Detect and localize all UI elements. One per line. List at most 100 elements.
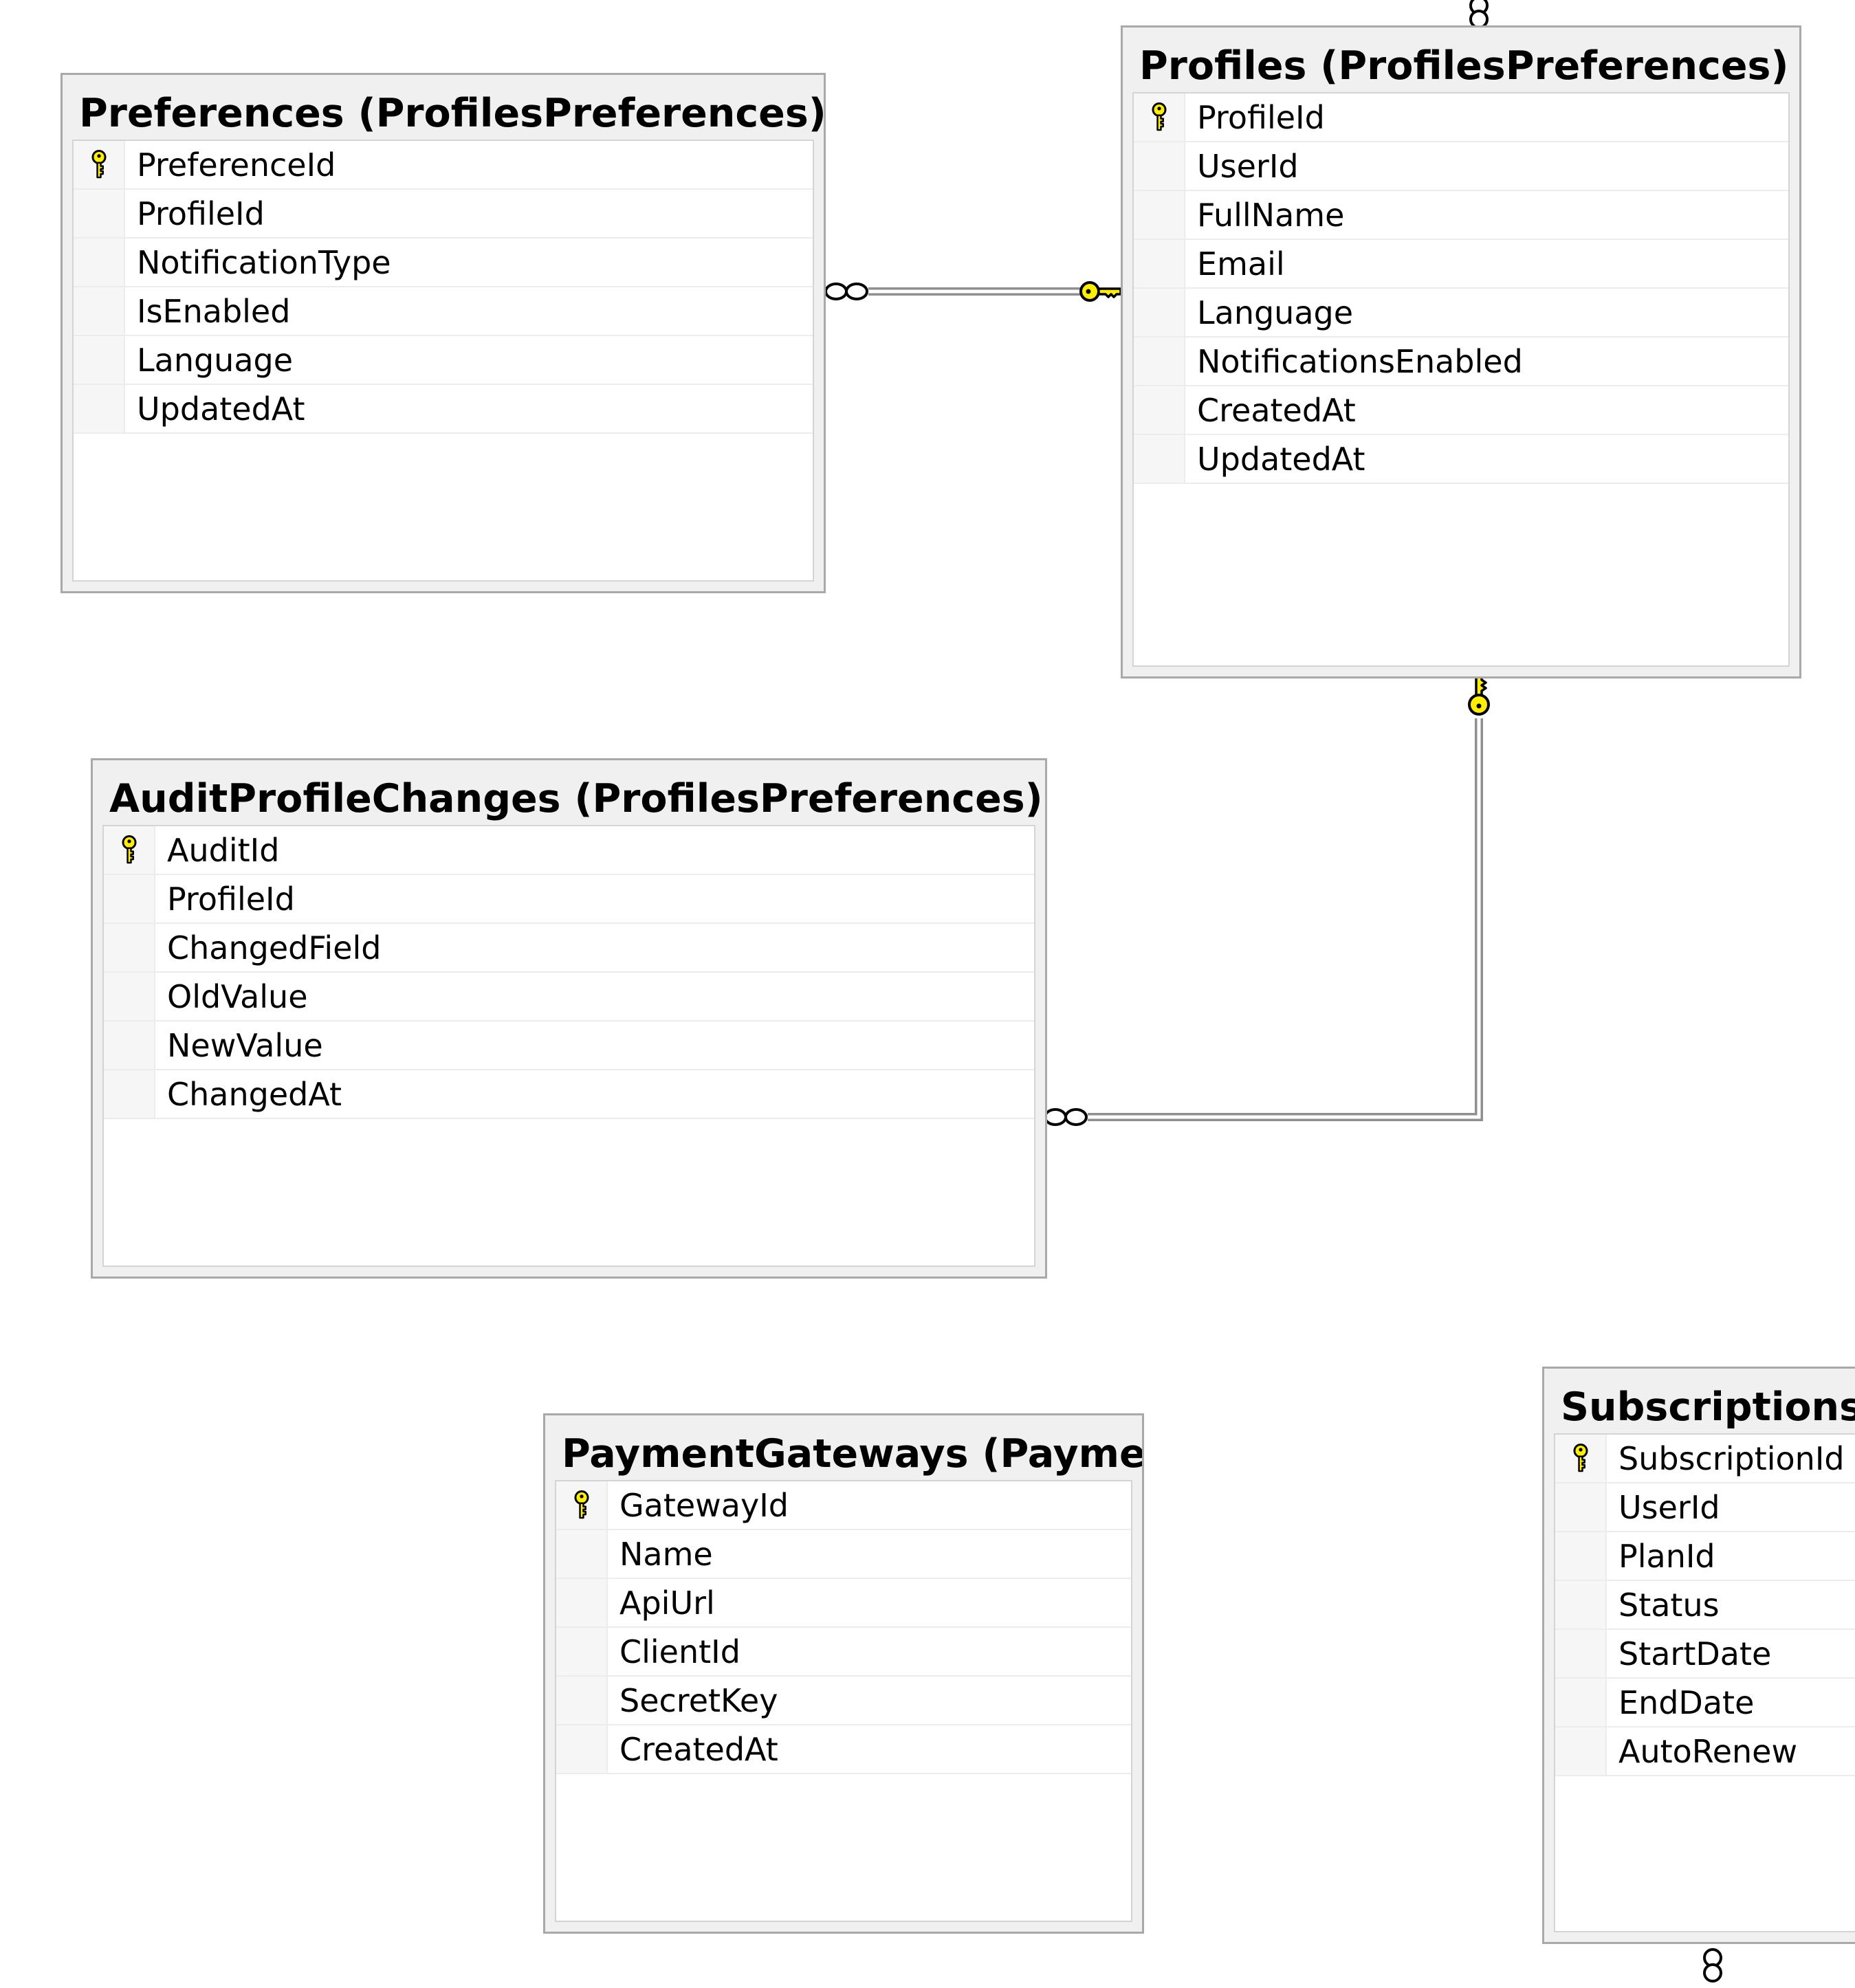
- row-selector: [1555, 1483, 1607, 1531]
- column-row[interactable]: CreatedAt: [1134, 386, 1788, 435]
- row-selector: [1134, 338, 1185, 385]
- column-name: FullName: [1197, 196, 1345, 234]
- row-selector: [104, 973, 155, 1020]
- column-name: ChangedAt: [167, 1075, 342, 1113]
- row-selector: [74, 385, 125, 432]
- many-end-icon: [1469, 0, 1489, 15]
- table-title: Subscriptions (: [1561, 1384, 1855, 1430]
- table-profiles[interactable]: Profiles (ProfilesPreferences) ProfileId…: [1121, 25, 1801, 678]
- table-preferences[interactable]: Preferences (ProfilesPreferences) Prefer…: [61, 73, 826, 593]
- column-name: IsEnabled: [137, 292, 291, 330]
- column-row[interactable]: SubscriptionId: [1555, 1435, 1855, 1483]
- row-selector: [74, 287, 125, 335]
- row-selector: [74, 190, 125, 237]
- column-row[interactable]: OldValue: [104, 973, 1034, 1021]
- column-row[interactable]: ProfileId: [104, 875, 1034, 924]
- column-name: ProfileId: [1197, 98, 1325, 136]
- column-name: NotificationType: [137, 243, 391, 281]
- primary-key-icon: [573, 1490, 589, 1518]
- column-name: UpdatedAt: [1197, 440, 1365, 478]
- row-selector: [74, 336, 125, 384]
- column-row[interactable]: Language: [74, 336, 813, 385]
- column-row[interactable]: Name: [556, 1530, 1131, 1579]
- row-selector: [556, 1579, 608, 1626]
- column-row[interactable]: GatewayId: [556, 1481, 1131, 1530]
- column-row[interactable]: Language: [1134, 289, 1788, 338]
- column-row[interactable]: ChangedField: [104, 924, 1034, 973]
- table-title: Profiles (ProfilesPreferences): [1139, 43, 1789, 89]
- column-name: PreferenceId: [137, 146, 336, 184]
- column-row[interactable]: FullName: [1134, 191, 1788, 240]
- many-end-icon: [1703, 1948, 1722, 1967]
- column-name: OldValue: [167, 978, 308, 1015]
- column-row[interactable]: AuditId: [104, 826, 1034, 875]
- row-selector: [556, 1725, 608, 1773]
- column-row[interactable]: UpdatedAt: [1134, 435, 1788, 484]
- row-selector: [104, 924, 155, 971]
- row-selector: [104, 1070, 155, 1118]
- column-row[interactable]: NewValue: [104, 1021, 1034, 1070]
- primary-key-icon: [1572, 1443, 1588, 1472]
- column-row[interactable]: PlanId: [1555, 1532, 1855, 1581]
- table-title: AuditProfileChanges (ProfilesPreferences…: [109, 776, 1043, 821]
- column-row[interactable]: UpdatedAt: [74, 385, 813, 434]
- column-row[interactable]: ProfileId: [74, 190, 813, 239]
- column-row[interactable]: ChangedAt: [104, 1070, 1034, 1119]
- column-name: UpdatedAt: [137, 390, 305, 428]
- table-subscriptions[interactable]: Subscriptions ( SubscriptionIdUserIdPlan…: [1542, 1367, 1855, 1944]
- column-name: ClientId: [619, 1633, 740, 1670]
- relationship-line-audit-profiles: [1088, 718, 1483, 1121]
- column-row[interactable]: NotificationType: [74, 239, 813, 287]
- row-selector: [104, 875, 155, 923]
- one-end-key-icon: [1079, 281, 1122, 302]
- many-end-icon: [1064, 1108, 1088, 1126]
- row-selector: [1555, 1727, 1607, 1775]
- row-selector: [1134, 386, 1185, 434]
- many-end-icon: [1703, 1963, 1722, 1983]
- column-name: Language: [1197, 294, 1354, 331]
- column-name: StartDate: [1618, 1635, 1772, 1672]
- row-selector: [1134, 289, 1185, 336]
- column-row[interactable]: ClientId: [556, 1628, 1131, 1677]
- many-end-icon: [1044, 1108, 1067, 1126]
- column-row[interactable]: ApiUrl: [556, 1579, 1131, 1628]
- primary-key-icon: [91, 149, 107, 178]
- column-name: SubscriptionId: [1618, 1439, 1845, 1477]
- column-row[interactable]: Status: [1555, 1581, 1855, 1630]
- column-row[interactable]: StartDate: [1555, 1630, 1855, 1679]
- column-row[interactable]: SecretKey: [556, 1677, 1131, 1725]
- column-name: PlanId: [1618, 1537, 1715, 1575]
- row-selector: [1555, 1435, 1607, 1482]
- row-selector: [74, 239, 125, 286]
- column-name: ChangedField: [167, 929, 382, 967]
- row-selector: [1134, 93, 1185, 141]
- column-row[interactable]: EndDate: [1555, 1679, 1855, 1727]
- column-row[interactable]: UserId: [1134, 142, 1788, 191]
- column-row[interactable]: PreferenceId: [74, 141, 813, 190]
- row-selector: [1134, 435, 1185, 483]
- column-row[interactable]: CreatedAt: [556, 1725, 1131, 1774]
- column-row[interactable]: UserId: [1555, 1483, 1855, 1532]
- row-selector: [556, 1628, 608, 1675]
- column-name: EndDate: [1618, 1683, 1755, 1721]
- table-audit-profile-changes[interactable]: AuditProfileChanges (ProfilesPreferences…: [91, 758, 1047, 1279]
- row-selector: [1555, 1581, 1607, 1628]
- row-selector: [1134, 142, 1185, 190]
- column-name: CreatedAt: [619, 1730, 778, 1768]
- row-selector: [1555, 1532, 1607, 1580]
- column-name: AutoRenew: [1618, 1732, 1798, 1770]
- row-selector: [556, 1677, 608, 1724]
- column-row[interactable]: Email: [1134, 240, 1788, 289]
- primary-key-icon: [121, 835, 137, 863]
- column-row[interactable]: NotificationsEnabled: [1134, 338, 1788, 386]
- column-name: ApiUrl: [619, 1584, 715, 1622]
- column-row[interactable]: ProfileId: [1134, 93, 1788, 142]
- column-row[interactable]: AutoRenew: [1555, 1727, 1855, 1776]
- column-row[interactable]: IsEnabled: [74, 287, 813, 336]
- many-end-icon: [824, 283, 848, 300]
